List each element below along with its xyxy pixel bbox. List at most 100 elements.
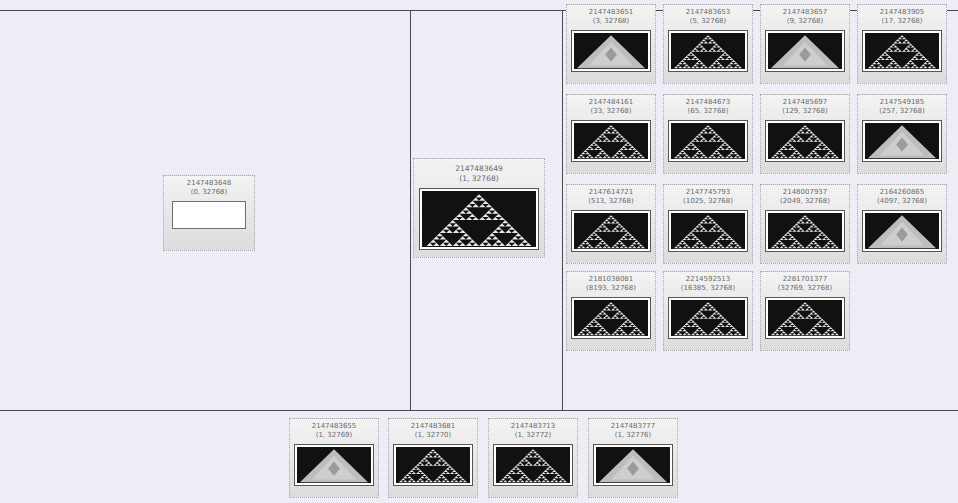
rule-card: 2147483713(1, 32772) [488, 418, 578, 498]
thumbnail-frame [571, 210, 651, 252]
rule-number: 2181038081 [567, 275, 655, 284]
rule-card: 2147745793(1025, 32768) [663, 184, 753, 264]
thumbnail-frame [862, 30, 942, 72]
thumbnail-frame [393, 444, 473, 486]
rule-number: 2214592513 [664, 275, 752, 284]
thumbnail-frame [571, 297, 651, 339]
automaton-image [396, 447, 470, 483]
thumbnail-frame [493, 444, 573, 486]
thumbnail-frame [172, 201, 246, 229]
rule-pair: (1025, 32768) [664, 197, 752, 206]
rule-pair: (1, 32772) [489, 431, 577, 440]
rule-number: 2147483655 [290, 422, 378, 431]
rule-card: 2147483653(5, 32768) [663, 4, 753, 84]
automaton-image [865, 33, 939, 69]
automaton-image [496, 447, 570, 483]
thumbnail-frame [294, 444, 374, 486]
rule-number: 2147483713 [489, 422, 577, 431]
rule-pair: (4097, 32768) [858, 197, 946, 206]
rule-number: 2147484161 [567, 98, 655, 107]
rule-card: 2147483905(17, 32768) [857, 4, 947, 84]
automaton-image [574, 123, 648, 159]
automaton-image [865, 213, 939, 249]
automaton-image [422, 191, 536, 247]
rule-number: 2147483649 [414, 164, 544, 174]
rule-number: 2147549185 [858, 98, 946, 107]
rule-number: 2147745793 [664, 188, 752, 197]
automaton-image [768, 213, 842, 249]
rule-number: 2147483681 [389, 422, 477, 431]
thumbnail-frame [765, 297, 845, 339]
rule-card: 2148007937(2049, 32768) [760, 184, 850, 264]
rule-number: 2147485697 [761, 98, 849, 107]
rule-pair: (65, 32768) [664, 107, 752, 116]
thumbnail-frame [419, 188, 539, 250]
automaton-image [671, 213, 745, 249]
rule-card: 2147549185(257, 32768) [857, 94, 947, 174]
rule-card: 2147483649(1, 32768) [413, 158, 545, 258]
rule-card: 2147483681(1, 32770) [388, 418, 478, 498]
thumbnail-frame [765, 30, 845, 72]
rule-card: 2147483648(0, 32768) [163, 175, 255, 251]
rule-pair: (17, 32768) [858, 17, 946, 26]
rule-pair: (513, 32768) [567, 197, 655, 206]
automaton-image [671, 123, 745, 159]
thumbnail-frame [593, 444, 673, 486]
rule-card: 2147485697(129, 32768) [760, 94, 850, 174]
rule-pair: (1, 32768) [414, 174, 544, 184]
rule-number: 2147483905 [858, 8, 946, 17]
rule-card: 2147614721(513, 32768) [566, 184, 656, 264]
rule-pair: (1, 32769) [290, 431, 378, 440]
rule-number: 2164260865 [858, 188, 946, 197]
rule-pair: (33, 32768) [567, 107, 655, 116]
rule-card: 2147483655(1, 32769) [289, 418, 379, 498]
rule-number: 2281701377 [761, 275, 849, 284]
rule-pair: (2049, 32768) [761, 197, 849, 206]
automaton-image [596, 447, 670, 483]
automaton-image [671, 300, 745, 336]
rule-card: 2147483657(9, 32768) [760, 4, 850, 84]
thumbnail-frame [668, 297, 748, 339]
rule-card: 2164260865(4097, 32768) [857, 184, 947, 264]
rule-card: 2147484673(65, 32768) [663, 94, 753, 174]
thumbnail-frame [571, 30, 651, 72]
rule-number: 2148007937 [761, 188, 849, 197]
rule-card: 2147484161(33, 32768) [566, 94, 656, 174]
automaton-image [297, 447, 371, 483]
rule-pair: (257, 32768) [858, 107, 946, 116]
thumbnail-frame [862, 120, 942, 162]
rule-pair: (3, 32768) [567, 17, 655, 26]
rule-pair: (32769, 32768) [761, 284, 849, 293]
thumbnail-frame [668, 120, 748, 162]
rule-card: 2181038081(8193, 32768) [566, 271, 656, 351]
rule-card: 2281701377(32769, 32768) [760, 271, 850, 351]
rule-pair: (1, 32776) [589, 431, 677, 440]
rule-pair: (0, 32768) [164, 188, 254, 197]
rule-card: 2214592513(16385, 32768) [663, 271, 753, 351]
thumbnail-frame [668, 210, 748, 252]
rule-number: 2147483653 [664, 8, 752, 17]
automaton-image [671, 33, 745, 69]
rule-number: 2147483657 [761, 8, 849, 17]
rule-pair: (8193, 32768) [567, 284, 655, 293]
rule-pair: (9, 32768) [761, 17, 849, 26]
rule-number: 2147483648 [164, 179, 254, 188]
rule-number: 2147483651 [567, 8, 655, 17]
automaton-image [768, 33, 842, 69]
rule-card: 2147483777(1, 32776) [588, 418, 678, 498]
automaton-image [574, 300, 648, 336]
rule-number: 2147614721 [567, 188, 655, 197]
rule-pair: (16385, 32768) [664, 284, 752, 293]
rule-pair: (5, 32768) [664, 17, 752, 26]
rule-number: 2147483777 [589, 422, 677, 431]
automaton-image [574, 213, 648, 249]
thumbnail-frame [862, 210, 942, 252]
rule-pair: (129, 32768) [761, 107, 849, 116]
thumbnail-frame [765, 210, 845, 252]
automaton-image [865, 123, 939, 159]
automaton-image [574, 33, 648, 69]
thumbnail-frame [765, 120, 845, 162]
rule-card: 2147483651(3, 32768) [566, 4, 656, 84]
rule-number: 2147484673 [664, 98, 752, 107]
automaton-image [768, 300, 842, 336]
